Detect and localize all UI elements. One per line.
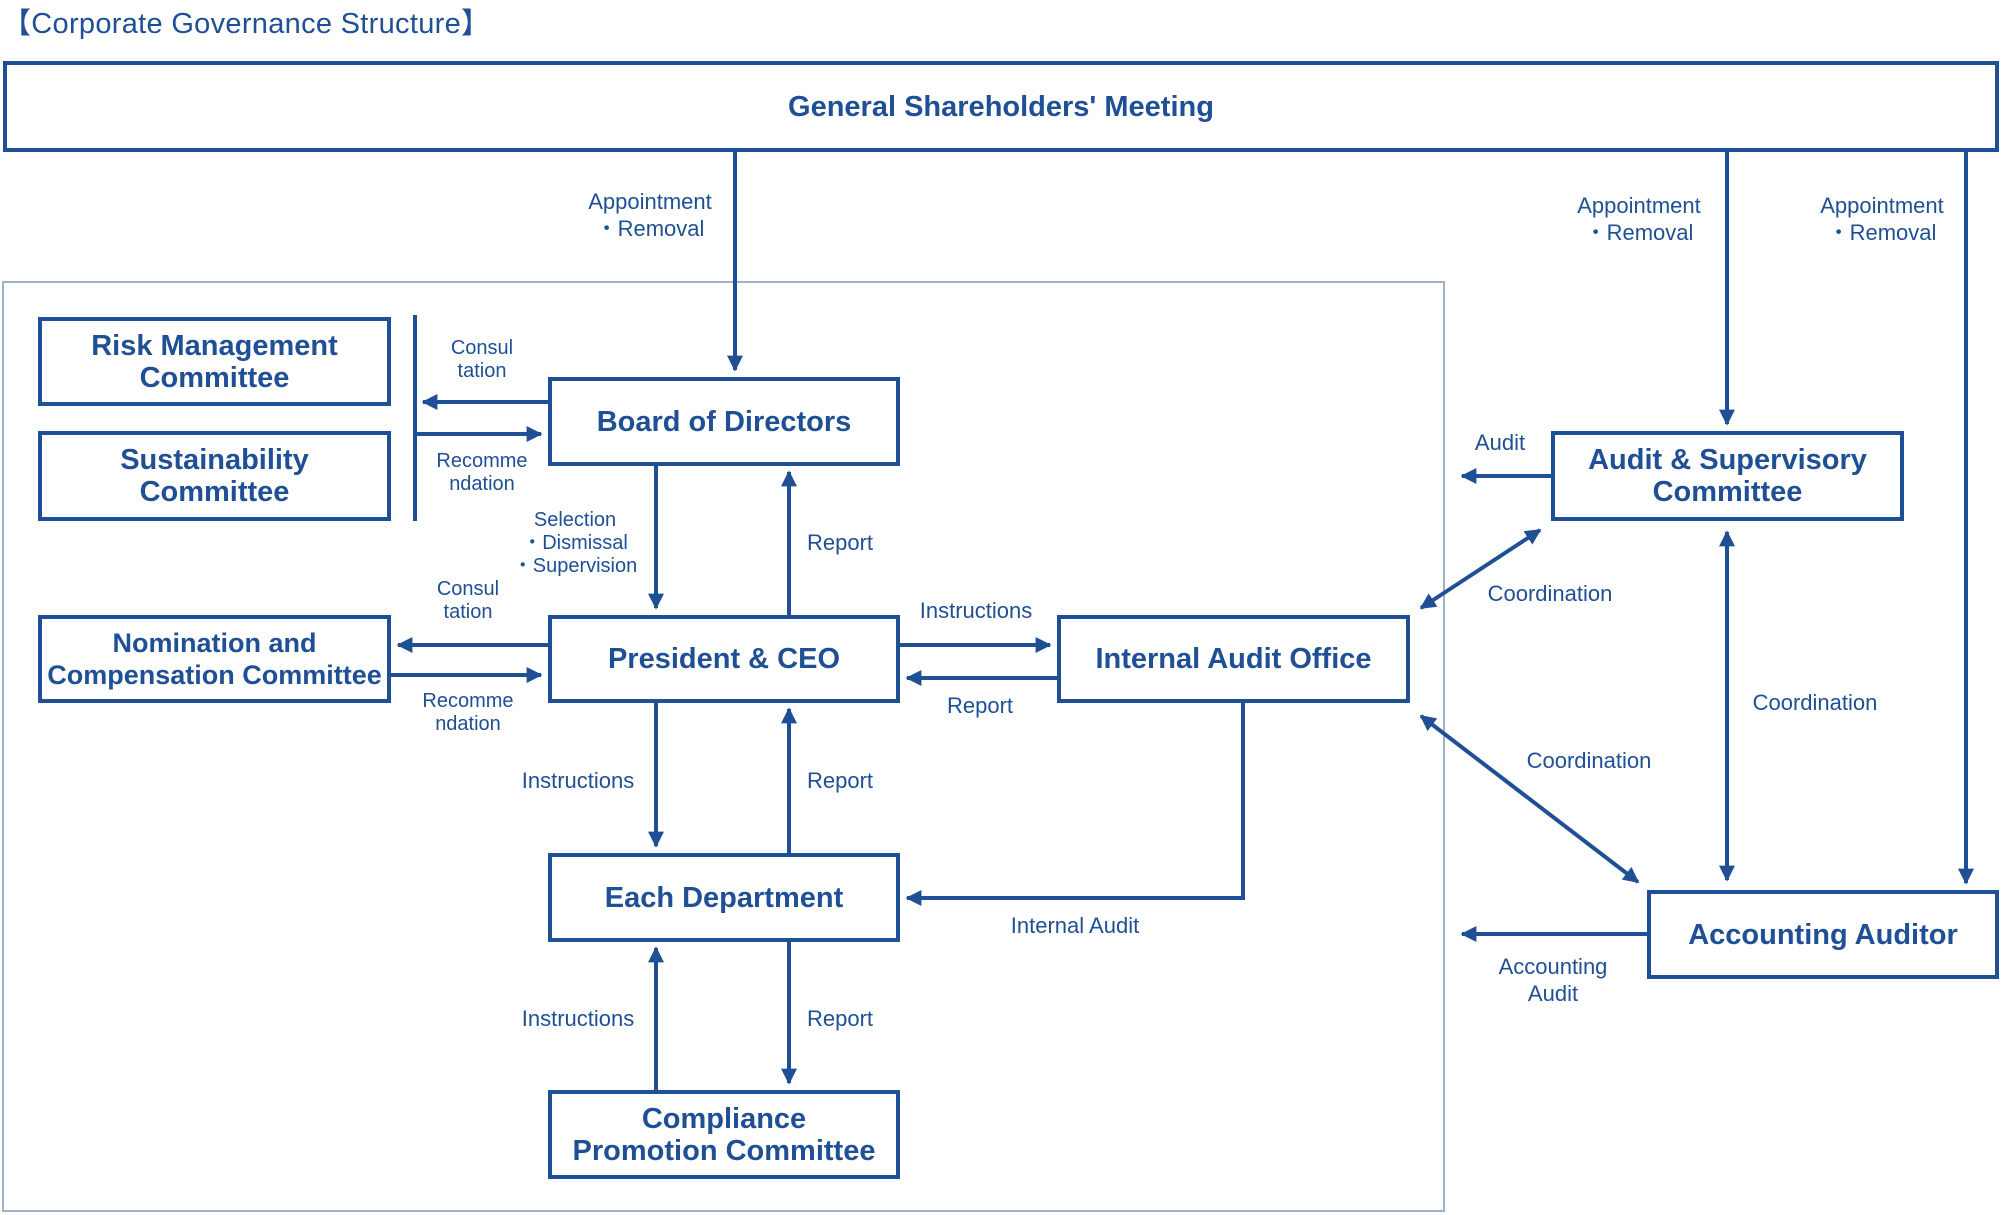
audit-supervisory-committee-box: Audit & Supervisory Committee xyxy=(1551,431,1904,521)
internal-audit-office-label: Internal Audit Office xyxy=(1095,643,1372,675)
general-shareholders-meeting-box: General Shareholders' Meeting xyxy=(3,61,1999,152)
risk-management-committee-label: Risk Management Committee xyxy=(91,329,338,394)
label-board-to-president: Selection ・Dismissal ・Supervision xyxy=(512,509,638,577)
risk-management-committee-box: Risk Management Committee xyxy=(38,317,391,406)
label-gsm-to-accounting-auditor: Appointment ・Removal xyxy=(1820,193,1944,245)
label-audit-office-to-president: Report xyxy=(946,693,1014,718)
board-of-directors-label: Board of Directors xyxy=(596,405,852,438)
sustainability-committee-label: Sustainability Committee xyxy=(120,444,309,508)
label-gsm-to-board: Appointment ・Removal xyxy=(588,189,712,241)
nomination-compensation-committee-box: Nomination and Compensation Committee xyxy=(38,615,391,703)
diagram-title: 【Corporate Governance Structure】 xyxy=(2,8,491,40)
label-compliance-to-department: Instructions xyxy=(521,1006,635,1031)
nomination-compensation-committee-label: Nomination and Compensation Committee xyxy=(47,628,382,690)
label-gsm-to-audit-committee: Appointment ・Removal xyxy=(1577,193,1701,245)
sustainability-committee-box: Sustainability Committee xyxy=(38,431,391,521)
arrow-internal-audit xyxy=(905,702,1245,906)
each-department-box: Each Department xyxy=(548,853,900,942)
general-shareholders-meeting-label: General Shareholders' Meeting xyxy=(788,90,1214,123)
label-board-recommendation: Recomme ndation xyxy=(436,450,528,495)
accounting-auditor-label: Accounting Auditor xyxy=(1688,918,1958,951)
label-board-consultation: Consul tation xyxy=(450,337,514,382)
label-president-to-board-report: Report xyxy=(806,530,874,555)
each-department-label: Each Department xyxy=(604,881,844,914)
label-audit-committee-audit: Audit xyxy=(1474,430,1526,455)
label-coordination-committee-auditor: Coordination xyxy=(1752,690,1878,715)
label-coordination-audit-office-committee: Coordination xyxy=(1487,581,1613,606)
compliance-promotion-committee-label: Compliance Promotion Committee xyxy=(572,1102,876,1167)
internal-audit-office-box: Internal Audit Office xyxy=(1057,615,1410,703)
accounting-auditor-box: Accounting Auditor xyxy=(1647,890,1999,979)
label-president-to-department: Instructions xyxy=(521,768,635,793)
label-department-to-compliance: Report xyxy=(806,1006,874,1031)
label-president-consultation: Consul tation xyxy=(436,578,500,623)
arrow-coordination-audit-office-auditor xyxy=(1419,714,1640,884)
label-accounting-audit: Accounting Audit xyxy=(1498,954,1608,1006)
arrow-coordination-audit-office-committee xyxy=(1419,528,1542,610)
label-president-recommendation: Recomme ndation xyxy=(422,690,514,735)
audit-supervisory-committee-label: Audit & Supervisory Committee xyxy=(1588,444,1867,508)
president-ceo-label: President & CEO xyxy=(607,643,841,675)
label-internal-audit: Internal Audit xyxy=(1010,913,1140,938)
label-coordination-audit-office-auditor: Coordination xyxy=(1526,748,1652,773)
president-ceo-box: President & CEO xyxy=(548,615,900,703)
compliance-promotion-committee-box: Compliance Promotion Committee xyxy=(548,1090,900,1179)
label-president-to-audit-office: Instructions xyxy=(919,598,1033,623)
label-department-to-president: Report xyxy=(806,768,874,793)
board-of-directors-box: Board of Directors xyxy=(548,377,900,466)
